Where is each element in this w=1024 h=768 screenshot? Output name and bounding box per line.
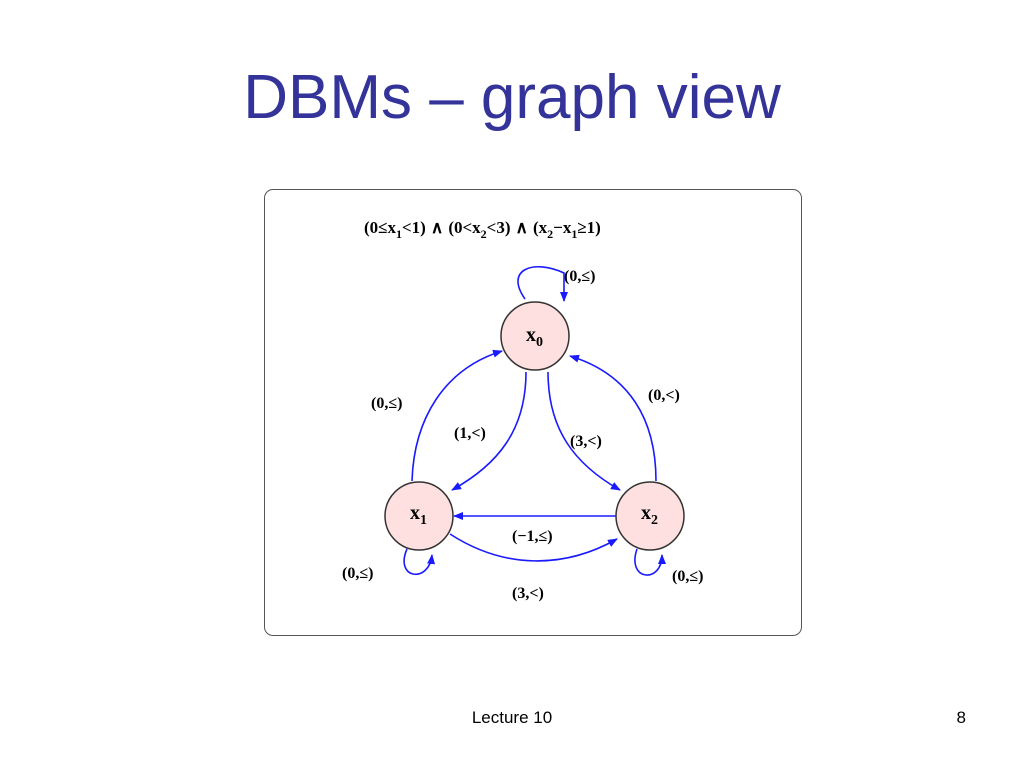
constraint-part3-close: ≥1)	[577, 218, 601, 237]
edge-label-x1-to-x0: (0,≤)	[371, 395, 402, 412]
dbm-graph: (0≤x1<1)∧(0<x2<3)∧(x2−x1≥1) x0 x1 x2 (0,…	[342, 218, 703, 602]
constraint-part2-sub: 2	[481, 227, 487, 241]
constraint-part2-open: (0<x	[448, 218, 481, 237]
node-x2-name: x	[641, 502, 651, 524]
edge-x2-self-loop	[634, 548, 666, 576]
node-x1-name: x	[410, 502, 420, 524]
constraint-and1: ∧	[431, 218, 443, 237]
edge-label-x0-to-x1: (1,<)	[454, 425, 486, 442]
constraint-part1-close: <1)	[402, 218, 426, 237]
svg-text:x0: x0	[526, 324, 543, 350]
svg-text:x1: x1	[410, 502, 427, 528]
edge-label-x0-to-x2: (3,<)	[570, 433, 602, 450]
constraint-part1-open: (0≤x	[364, 218, 396, 237]
constraint-part3-mid: −x	[553, 218, 572, 237]
constraint-formula: (0≤x1<1)∧(0<x2<3)∧(x2−x1≥1)	[364, 218, 601, 241]
constraint-and2: ∧	[516, 218, 528, 237]
edge-label-x2-self: (0,≤)	[672, 568, 703, 585]
node-x2: x2	[615, 481, 685, 551]
edge-x2-to-x0	[569, 354, 657, 482]
edge-x0-to-x1	[451, 371, 527, 491]
constraint-part3-sub-a: 2	[547, 227, 553, 241]
constraint-part3-open: (x	[533, 218, 548, 237]
edge-x0-self-loop	[517, 266, 568, 302]
node-x1: x1	[384, 481, 454, 551]
edge-label-x1-self: (0,≤)	[342, 565, 373, 582]
edge-label-x2-to-x1: (−1,≤)	[512, 528, 553, 545]
edge-label-x0-self: (0,≤)	[564, 268, 595, 285]
edge-label-x2-to-x0: (0,<)	[648, 387, 680, 404]
node-x1-sub: 1	[420, 513, 427, 528]
edge-x1-to-x2	[449, 533, 618, 562]
edge-label-x1-to-x2: (3,<)	[512, 585, 544, 602]
page-number: 8	[956, 708, 966, 727]
constraint-part1-sub: 1	[396, 227, 402, 241]
footer-lecture: Lecture 10	[471, 708, 553, 727]
constraint-part2-close: <3)	[487, 218, 511, 237]
constraint-part3-sub-b: 1	[571, 227, 577, 241]
edge-x1-self-loop	[403, 548, 436, 575]
edge-x0-to-x2	[547, 371, 621, 491]
slide-title: DBMs – graph view	[243, 63, 781, 132]
node-x2-sub: 2	[651, 513, 658, 528]
node-x0-name: x	[526, 324, 536, 346]
svg-text:x2: x2	[641, 502, 658, 528]
node-x0: x0	[500, 301, 570, 371]
edge-x1-to-x0	[411, 349, 503, 482]
node-x0-sub: 0	[536, 335, 543, 350]
